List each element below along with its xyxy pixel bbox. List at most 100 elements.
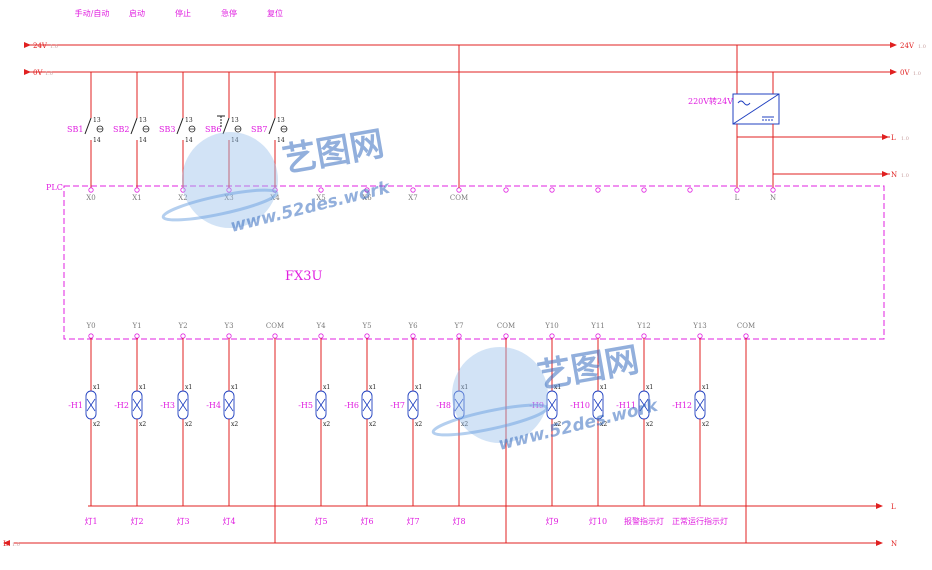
terminal-dot: [318, 333, 324, 339]
lamp-terminal-x1: x1: [415, 384, 422, 391]
watermark-brand-2: 艺图网: [535, 340, 642, 397]
lamp-cross-b: [224, 398, 234, 412]
plc-label: PLC: [46, 183, 63, 192]
lamp-terminal-x2: x2: [554, 421, 561, 428]
lamp-cross-b: [178, 398, 188, 412]
lamp-tag: -H10: [570, 401, 590, 410]
output-terminal-Y4-5: Y4: [315, 322, 326, 339]
lamp-label: 灯1: [84, 516, 97, 526]
input-terminal-L: L: [734, 187, 740, 202]
lamp-label: 灯7: [406, 516, 419, 526]
terminal-dot: [180, 187, 186, 193]
input-terminal-spare-11: [595, 187, 601, 193]
rail-ref-n-right: 1.0: [901, 173, 909, 179]
input-terminal-spare-12: [641, 187, 647, 193]
lamp-h7: x1 x2 -H7 灯7: [390, 338, 422, 526]
terminal-dot: [180, 333, 186, 339]
lamp-terminal-x2: x2: [185, 421, 192, 428]
plc-box: [63, 185, 885, 340]
lamp-terminal-x2: x2: [646, 421, 653, 428]
lamp-terminal-x1: x1: [323, 384, 330, 391]
input-terminal-X3: X3: [224, 187, 234, 202]
terminal-dot: [226, 333, 232, 339]
terminal-label: Y1: [131, 322, 141, 330]
rail-label-l-right: L: [891, 134, 896, 142]
switch-terminal-14: 14: [139, 137, 147, 144]
rail-label-n-bottom-right: N: [891, 540, 897, 548]
switch-tag: SB3: [159, 125, 175, 134]
psu-diagonal: [732, 93, 780, 125]
lamp-terminal-x2: x2: [415, 421, 422, 428]
rail-label-0v-right: 0V: [900, 69, 910, 77]
input-terminal-X1: X1: [132, 187, 142, 202]
lamp-cross-b: [454, 398, 464, 412]
arrow-l-top: [882, 134, 889, 140]
lamp-label: 灯9: [545, 516, 558, 526]
arrow-0v-left: [24, 69, 31, 75]
lamp-terminal-x2: x2: [702, 421, 709, 428]
lamp-tag: -H7: [390, 401, 405, 410]
lamp-cross-b: [639, 398, 649, 412]
switch-tag: SB6: [205, 125, 221, 134]
terminal-label: X2: [178, 194, 187, 202]
lamp-terminal-x2: x2: [600, 421, 607, 428]
label-emergency-stop: 急停: [221, 8, 237, 18]
terminal-dot: [272, 333, 278, 339]
switch-contact: [176, 117, 184, 135]
rail-arrows: [3, 42, 897, 546]
terminal-label: X0: [86, 194, 95, 202]
terminal-label: Y7: [453, 322, 463, 330]
output-terminal-Y11-11: Y11: [590, 322, 605, 339]
terminal-dot: [456, 333, 462, 339]
terminal-label: Y0: [85, 322, 95, 330]
lamp-label: 灯2: [130, 516, 143, 526]
output-terminal-Y1-1: Y1: [131, 322, 142, 339]
terminal-label: COM: [266, 322, 284, 330]
lamp-tag: -H4: [206, 401, 221, 410]
input-terminal-N: N: [770, 187, 776, 202]
lamp-tag: -H3: [160, 401, 175, 410]
terminal-dot: [503, 187, 509, 193]
switch-contact: [268, 117, 276, 135]
terminal-dot: [410, 187, 416, 193]
psu-box: [732, 93, 780, 125]
lamp-label: 灯4: [222, 516, 235, 526]
rail-label-0v-left: 0V: [33, 69, 43, 77]
output-terminal-Y12-12: Y12: [636, 322, 651, 339]
watermark-ring-1: [161, 188, 279, 222]
lamp-terminal-x1: x1: [702, 384, 709, 391]
terminal-label: Y13: [692, 322, 707, 330]
terminal-dot: [770, 187, 776, 193]
terminal-dot: [697, 333, 703, 339]
rail-ref-l-right: 1.0: [901, 136, 909, 142]
output-terminal-Y3-3: Y3: [223, 322, 234, 339]
label-stop: 停止: [175, 8, 191, 18]
terminal-label: COM: [737, 322, 755, 330]
output-terminal-Y10-10: Y10: [544, 322, 559, 339]
rail-ref-24v-left: 1.0: [50, 44, 58, 50]
input-terminal-X6: X6: [362, 187, 372, 202]
terminal-label: Y12: [636, 322, 651, 330]
lamp-terminal-x2: x2: [139, 421, 146, 428]
lamp-terminal-x1: x1: [646, 384, 653, 391]
arrow-n-bottom: [876, 540, 883, 546]
watermark-2: 艺图网 www.52des.work: [431, 340, 661, 455]
psu-ac-symbol: [737, 100, 751, 106]
terminal-label: X7: [408, 194, 417, 202]
switch-contact: [84, 117, 92, 135]
arrow-l-bottom-left: [3, 540, 10, 546]
lamp-tag: -H2: [114, 401, 129, 410]
terminal-label: COM: [450, 194, 468, 202]
terminal-label: COM: [497, 322, 515, 330]
rail-label-n-right: N: [891, 171, 897, 179]
lamp-terminal-x2: x2: [323, 421, 330, 428]
lamp-tag: -H11: [616, 401, 636, 410]
power-supply-220v-24v: 220V转24V: [688, 45, 780, 188]
